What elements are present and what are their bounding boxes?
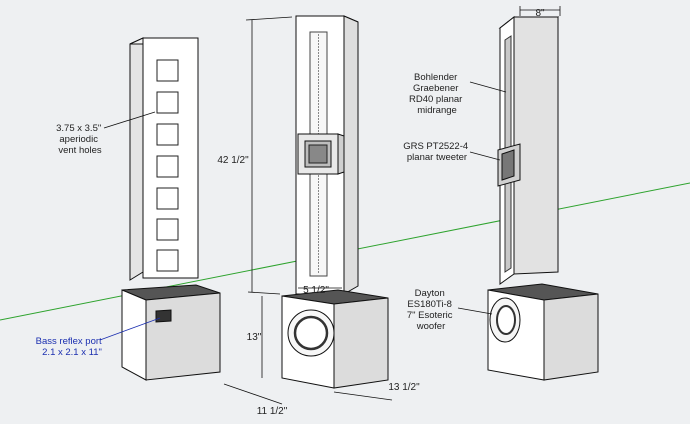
right-tweeter-icon [501, 149, 515, 181]
height-extension-bottom [247, 291, 281, 295]
center-column-side [343, 15, 359, 295]
midrange-label: Bohlender Graebener RD40 planar midrange [409, 72, 465, 116]
base-depth-dimension: 13 1/2" [388, 382, 420, 393]
bass-port-label: Bass reflex port 2.1 x 2.1 x 11" [36, 336, 105, 358]
height-extension-top [245, 16, 293, 21]
bass-port-leader [99, 317, 161, 341]
vent-hole [156, 155, 179, 178]
vent-hole [156, 218, 179, 241]
center-speaker [281, 15, 389, 389]
tweeter-leader [469, 151, 501, 161]
top-width-dimension: 8" [535, 8, 545, 19]
woofer-cone [293, 315, 329, 351]
base-depth-dimension-line [333, 391, 393, 401]
vent-holes-leader [103, 111, 156, 129]
woofer-leader [457, 307, 493, 315]
vent-hole [156, 123, 179, 146]
vent-holes-label: 3.75 x 3.5" aperiodic vent holes [56, 123, 104, 156]
midrange-leader [469, 81, 507, 93]
left-speaker [121, 37, 221, 381]
vent-hole [156, 187, 179, 210]
tweeter-label: GRS PT2522-4 planar tweeter [403, 141, 471, 163]
vent-hole [156, 59, 179, 82]
column-height-dimension: 42 1/2" [217, 155, 249, 166]
right-column-side [513, 16, 559, 275]
right-woofer-cone [496, 305, 516, 335]
right-speaker [487, 15, 599, 381]
right-base-side [543, 293, 599, 381]
left-base-side [145, 292, 221, 381]
tweeter-plate-side [337, 133, 345, 175]
vent-hole [156, 249, 179, 272]
tweeter-icon [308, 144, 328, 164]
bass-reflex-port [155, 309, 172, 323]
woofer-label: Dayton ES180Ti-8 7" Esoteric woofer [407, 288, 455, 332]
base-height-dimension: 13" [247, 332, 262, 343]
base-width-dimension-line [223, 383, 283, 405]
left-column-side [129, 37, 144, 281]
column-width-dimension: 5 1/2" [303, 285, 329, 296]
left-base-front [121, 289, 147, 381]
dimension-lines [223, 6, 561, 405]
base-width-dimension: 11 1/2" [257, 406, 288, 417]
leader-lines [99, 81, 507, 341]
vent-holes [156, 59, 179, 272]
center-base-side [333, 297, 389, 389]
vent-hole [156, 91, 179, 114]
